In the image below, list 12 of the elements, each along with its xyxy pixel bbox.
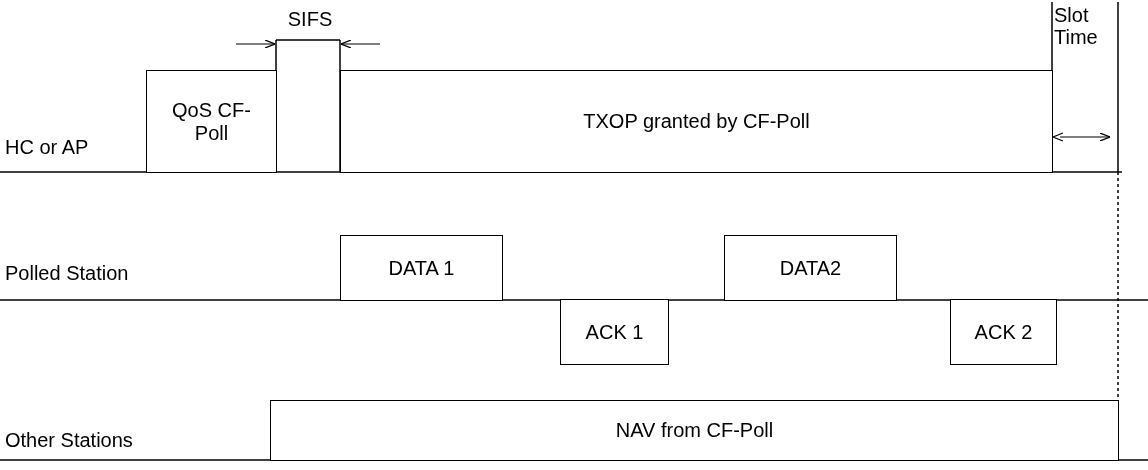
row-label: Other Stations [5, 429, 134, 451]
frame-box: QoS CF-Poll [146, 70, 277, 173]
frame-box: DATA 1 [340, 235, 503, 301]
interval-box: TXOP granted by CF-Poll [340, 70, 1053, 173]
frame-box: ACK 1 [560, 299, 669, 365]
interval-label: Slot Time [1054, 4, 1099, 48]
frame-box: DATA2 [724, 235, 897, 301]
interval-box: NAV from CF-Poll [270, 400, 1119, 461]
row-label: Polled Station [5, 262, 130, 284]
row-label: HC or AP [5, 136, 90, 158]
interval-label: SIFS [286, 8, 334, 30]
frame-box: ACK 2 [950, 299, 1057, 365]
